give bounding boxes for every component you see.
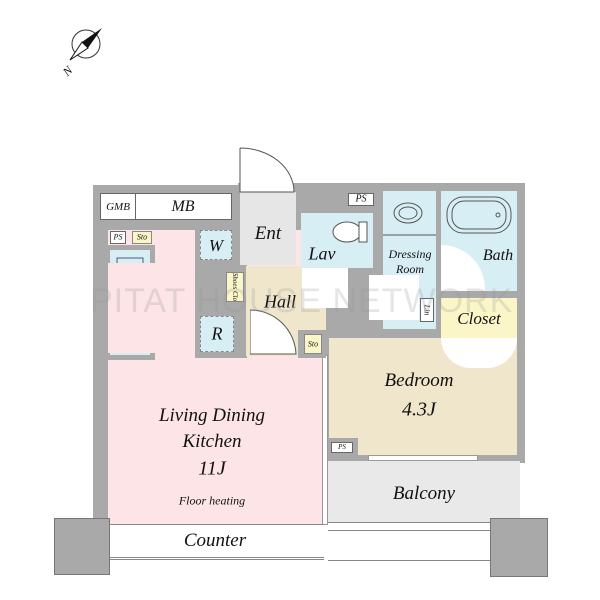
sto-label: Sto bbox=[136, 232, 148, 242]
w-label: W bbox=[208, 236, 224, 255]
compass: N bbox=[58, 22, 108, 79]
watermark: PITAT HOUSE NETWORK bbox=[90, 282, 514, 320]
balcony-rail bbox=[328, 530, 493, 561]
ldk-label: Living Dining bbox=[158, 405, 266, 426]
shoes-closet bbox=[226, 272, 244, 302]
column-right bbox=[490, 518, 548, 577]
ps-box-bedroom bbox=[331, 442, 353, 453]
column-left bbox=[54, 518, 110, 575]
r-label: R bbox=[211, 323, 223, 344]
hall-label: Hall bbox=[263, 291, 297, 312]
bedroom-window bbox=[368, 455, 478, 461]
ps-box-top bbox=[348, 193, 374, 206]
toilet-icon bbox=[332, 221, 368, 243]
entry-door-icon[interactable] bbox=[238, 146, 298, 194]
dressing-room-label: Dressing Room bbox=[388, 247, 432, 276]
lav-door-swing bbox=[302, 268, 348, 308]
balcony bbox=[328, 461, 520, 523]
lav-label: Lav bbox=[308, 243, 336, 264]
bedroom-size: 4.3J bbox=[402, 398, 436, 421]
compass-icon bbox=[69, 28, 102, 61]
mb-divider bbox=[135, 193, 136, 220]
ps-bedroom-label: PS bbox=[338, 443, 346, 451]
closet-label: Closet bbox=[457, 309, 501, 328]
counter bbox=[110, 524, 324, 560]
gmb-label: GMB bbox=[106, 201, 130, 213]
ent-label: Ent bbox=[254, 223, 282, 244]
hall-door-icon[interactable] bbox=[250, 308, 300, 356]
dressing-door-swing bbox=[369, 275, 419, 320]
bedroom-label: Bedroom bbox=[384, 370, 454, 391]
counter-label: Counter bbox=[183, 530, 247, 551]
balcony-label: Balcony bbox=[392, 483, 456, 504]
floor-heating-label: Floor heating bbox=[178, 493, 246, 508]
ldk-label-2: Kitchen bbox=[182, 431, 242, 452]
closet bbox=[441, 298, 517, 338]
refrigerator-space bbox=[200, 316, 234, 352]
sto-hall-label: Sto bbox=[307, 339, 319, 349]
washer-space bbox=[200, 230, 232, 260]
storage-kitchen bbox=[132, 231, 152, 244]
bath-label: Bath bbox=[482, 247, 514, 264]
entrance bbox=[240, 192, 296, 265]
ps-top-label: PS bbox=[355, 193, 367, 205]
lavatory bbox=[301, 213, 373, 268]
mb-label: MB bbox=[171, 198, 195, 215]
ps-box bbox=[110, 231, 126, 244]
washbasin-icon bbox=[383, 202, 436, 236]
linen-closet bbox=[420, 298, 434, 322]
ldk-size: 11J bbox=[198, 457, 226, 480]
ps-label: PS bbox=[113, 232, 123, 242]
storage-hall bbox=[304, 334, 322, 354]
meter-box bbox=[100, 193, 232, 220]
bathtub-icon bbox=[446, 196, 512, 234]
